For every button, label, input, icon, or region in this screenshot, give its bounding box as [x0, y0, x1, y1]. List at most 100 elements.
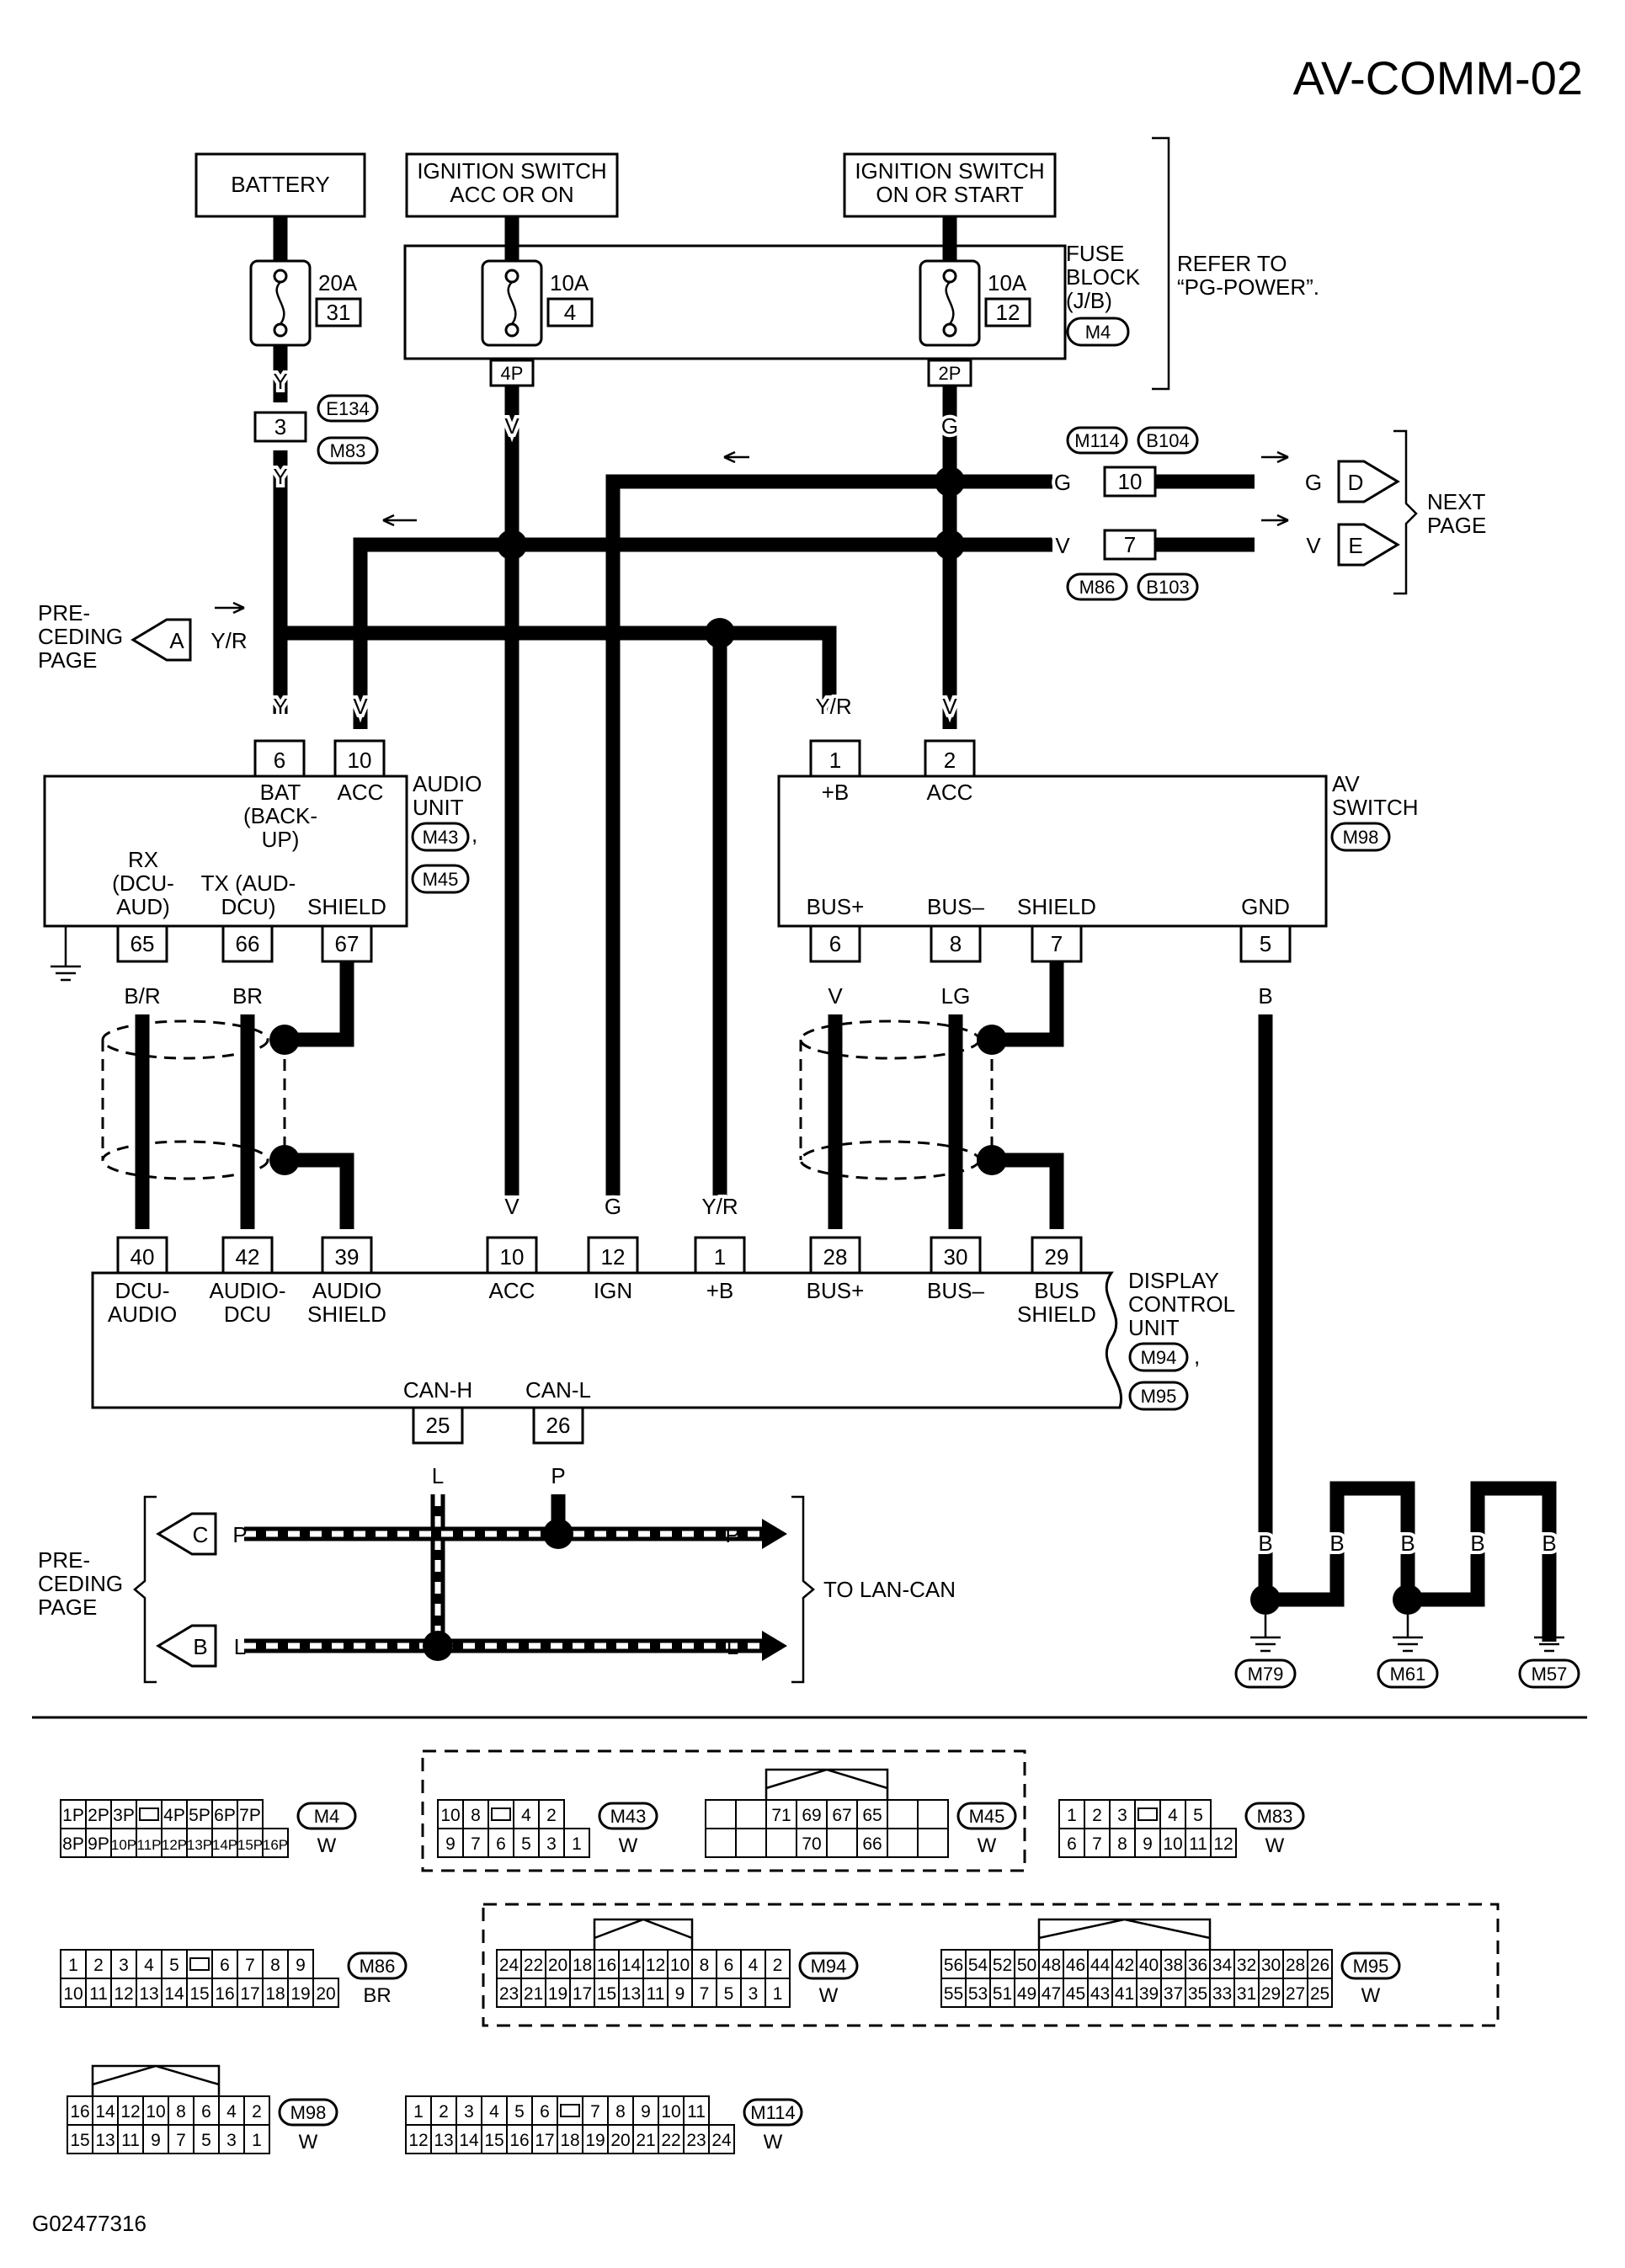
prev-a-label-3: PAGE: [38, 647, 97, 673]
conn-m86: M86: [1079, 577, 1116, 598]
color-br: B/R: [124, 983, 160, 1009]
refer-label-2: “PG-POWER”.: [1177, 274, 1319, 300]
pin-m94-11: 11: [647, 1984, 665, 2004]
pin-m94-24: 24: [499, 1956, 519, 1975]
prev-bc-label-1: PRE-: [38, 1547, 90, 1573]
junction-v-1: [497, 530, 527, 560]
pin-m114-14: 14: [459, 2131, 479, 2150]
pin-m94-20: 20: [548, 1956, 567, 1975]
pin-m83-9: 9: [1143, 1834, 1153, 1854]
color-g-1: G: [941, 413, 958, 439]
av-pin-busm: 8: [950, 931, 962, 956]
flag-e-label: E: [1348, 533, 1362, 558]
audio-lbl-rx-2: (DCU-: [112, 870, 174, 896]
term-4p-label: 4P: [501, 363, 524, 384]
next-label-1: NEXT: [1427, 489, 1485, 514]
conn-b104: B104: [1146, 430, 1189, 451]
conn-b103: B103: [1146, 577, 1189, 598]
term-2p-label: 2P: [939, 363, 962, 384]
pin-m98-6: 6: [201, 2102, 211, 2122]
connector-color-m98: W: [299, 2131, 318, 2154]
pin-m114-3: 3: [464, 2102, 474, 2122]
color-l-2: L: [234, 1634, 246, 1659]
pin-m98-12: 12: [120, 2102, 140, 2122]
connector-name-m43: M43: [610, 1806, 647, 1827]
flag-a-label: A: [169, 628, 184, 653]
connector-color-m94: W: [819, 1984, 839, 2007]
fuse-block-label-2: BLOCK: [1066, 264, 1141, 290]
pin-m45-66: 66: [862, 1834, 882, 1854]
pin-m86-7: 7: [245, 1956, 255, 1975]
flag-b: [156, 1624, 217, 1668]
pin-m98-5: 5: [201, 2131, 211, 2150]
av-lbl-busm: BUS–: [927, 894, 984, 919]
color-brn: BR: [232, 983, 263, 1009]
pin-m94-5: 5: [724, 1984, 734, 2004]
color-b-1: B: [1258, 983, 1272, 1009]
pin-m95-38: 38: [1164, 1956, 1183, 1975]
pin-m95-27: 27: [1286, 1984, 1305, 2004]
pin-m86-14: 14: [164, 1984, 184, 2004]
dcu-conn-1: M94: [1141, 1347, 1177, 1368]
color-p-3: P: [725, 1522, 739, 1547]
color-y-1: Y: [273, 369, 287, 394]
pin-m43-5: 5: [521, 1834, 531, 1854]
arrow-v: [382, 514, 417, 527]
pin-m114-13: 13: [434, 2131, 453, 2150]
connector-name-m45: M45: [969, 1806, 1005, 1827]
audio-lbl-tx-1: TX (AUD-: [201, 870, 296, 896]
pin-m86-5: 5: [169, 1956, 179, 1975]
flag-b-label: B: [193, 1634, 207, 1659]
pin-m114-6: 6: [540, 2102, 550, 2122]
term-10-link: [1103, 466, 1157, 498]
term-7-link-label: 7: [1124, 532, 1136, 557]
next-label-2: PAGE: [1427, 513, 1486, 538]
wire-g-bus: [605, 474, 950, 1195]
color-yr-1: Y/R: [210, 628, 247, 653]
pin-m86-6: 6: [220, 1956, 230, 1975]
ignition-on-label-1: IGNITION SWITCH: [855, 158, 1044, 184]
av-pin-sh: 7: [1051, 931, 1063, 956]
pin-m43-3: 3: [546, 1834, 557, 1854]
pin-m98-15: 15: [70, 2131, 89, 2150]
dcu-name-1: DISPLAY: [1128, 1268, 1219, 1293]
color-v-2: V: [1055, 533, 1070, 558]
pin-m86-11: 11: [89, 1984, 108, 2004]
junction-yr: [705, 618, 735, 648]
color-y-2: Y: [273, 464, 287, 489]
term-10-link-label: 10: [1118, 469, 1143, 494]
av-pin-gnd: 5: [1260, 931, 1271, 956]
junction-g: [935, 466, 965, 497]
color-b-3: B: [1329, 1531, 1344, 1556]
pin-m95-51: 51: [993, 1984, 1012, 2004]
av-conn: M98: [1343, 827, 1379, 848]
dcu-pin-canh: 25: [426, 1413, 450, 1438]
connector-color-m43: W: [619, 1834, 638, 1857]
arrow-g-next: [1261, 450, 1289, 464]
dcu-lbl-10: ACC: [489, 1278, 535, 1303]
av-name-1: AV: [1332, 771, 1360, 796]
connector-color-m114: W: [764, 2131, 783, 2154]
av-name-2: SWITCH: [1332, 795, 1419, 820]
term-4p: [489, 359, 535, 387]
pin-m94-14: 14: [621, 1956, 642, 1975]
pin-m83-12: 12: [1213, 1834, 1233, 1854]
color-b-2: B: [1258, 1531, 1272, 1556]
color-y-3: Y: [273, 694, 287, 719]
connector-name-m114: M114: [750, 2102, 795, 2123]
connector-name-m94: M94: [811, 1956, 847, 1977]
pin-m86-10: 10: [63, 1984, 83, 2004]
pin-m45-71: 71: [771, 1806, 791, 1825]
dcu-lbl-29-2: SHIELD: [1017, 1302, 1096, 1327]
conn-m114: M114: [1074, 430, 1119, 451]
pin-m114-19: 19: [585, 2131, 605, 2150]
connector-color-m95: W: [1361, 1984, 1381, 2007]
av-switch-box: [777, 775, 1328, 928]
pin-m95-53: 53: [968, 1984, 988, 2004]
pin-m114-8: 8: [615, 2102, 626, 2122]
connector-color-m4: W: [317, 1834, 337, 1857]
pin-m95-42: 42: [1115, 1956, 1134, 1975]
